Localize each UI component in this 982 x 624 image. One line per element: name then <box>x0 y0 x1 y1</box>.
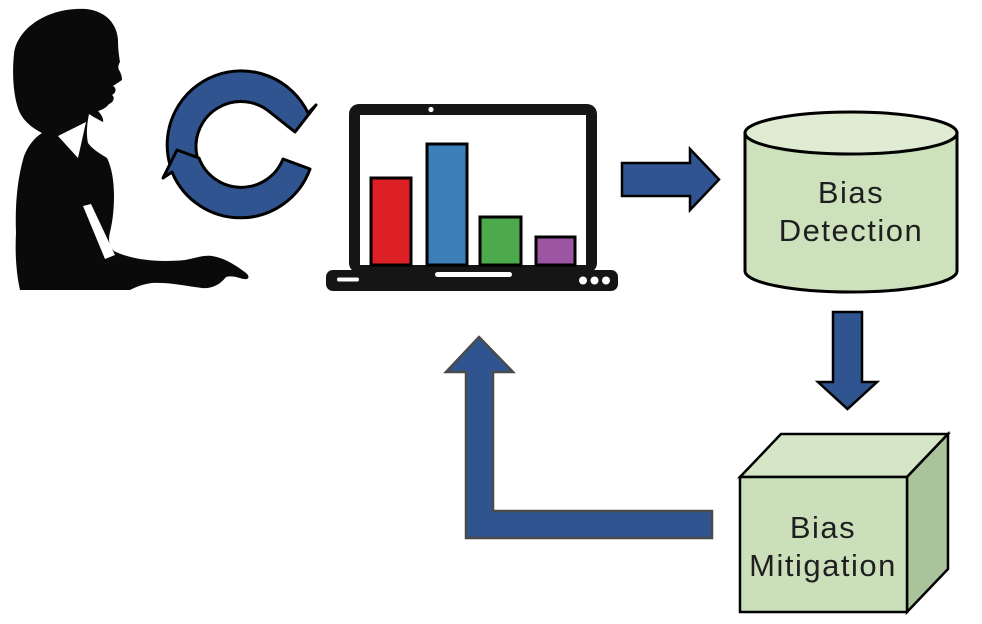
silhouette-body <box>13 8 249 291</box>
sync-cycle-arrows-icon <box>161 69 318 220</box>
bar-green <box>478 215 523 267</box>
bias-detection-label-line2: Detection <box>779 213 923 248</box>
bias-mitigation-label-line2: Mitigation <box>749 548 897 583</box>
elbow-up-block-arrow-icon <box>443 335 714 540</box>
cycle-arrow-top <box>165 69 318 167</box>
bias-detection-node: Bias Detection <box>743 110 959 294</box>
laptop-hinge-notch <box>435 272 512 277</box>
laptop-bar-chart-icon <box>326 104 618 291</box>
laptop-base <box>326 270 618 291</box>
woman-typing-silhouette-icon <box>13 8 249 291</box>
laptop-base-dash <box>337 277 359 282</box>
cycle-arrow-bottom <box>161 148 312 220</box>
cylinder-top <box>743 110 959 156</box>
hair-neck-gap <box>58 122 86 158</box>
screen-bar-chart <box>369 142 577 267</box>
bias-mitigation-label-line1: Bias <box>790 510 856 545</box>
arm-torso-gap <box>83 204 115 259</box>
bar-purple <box>534 235 577 267</box>
down-block-arrow-icon <box>814 310 881 411</box>
bar-blue <box>425 142 469 267</box>
right-block-arrow-icon <box>620 145 721 214</box>
bias-detection-label-line1: Bias <box>818 175 884 210</box>
bias-mitigation-node: Bias Mitigation <box>737 430 951 616</box>
webcam-dot-icon <box>428 106 434 113</box>
cylinder-body <box>743 131 959 294</box>
cube-front-face <box>738 475 909 614</box>
bar-red <box>369 176 413 267</box>
laptop-base-dots <box>579 276 610 285</box>
